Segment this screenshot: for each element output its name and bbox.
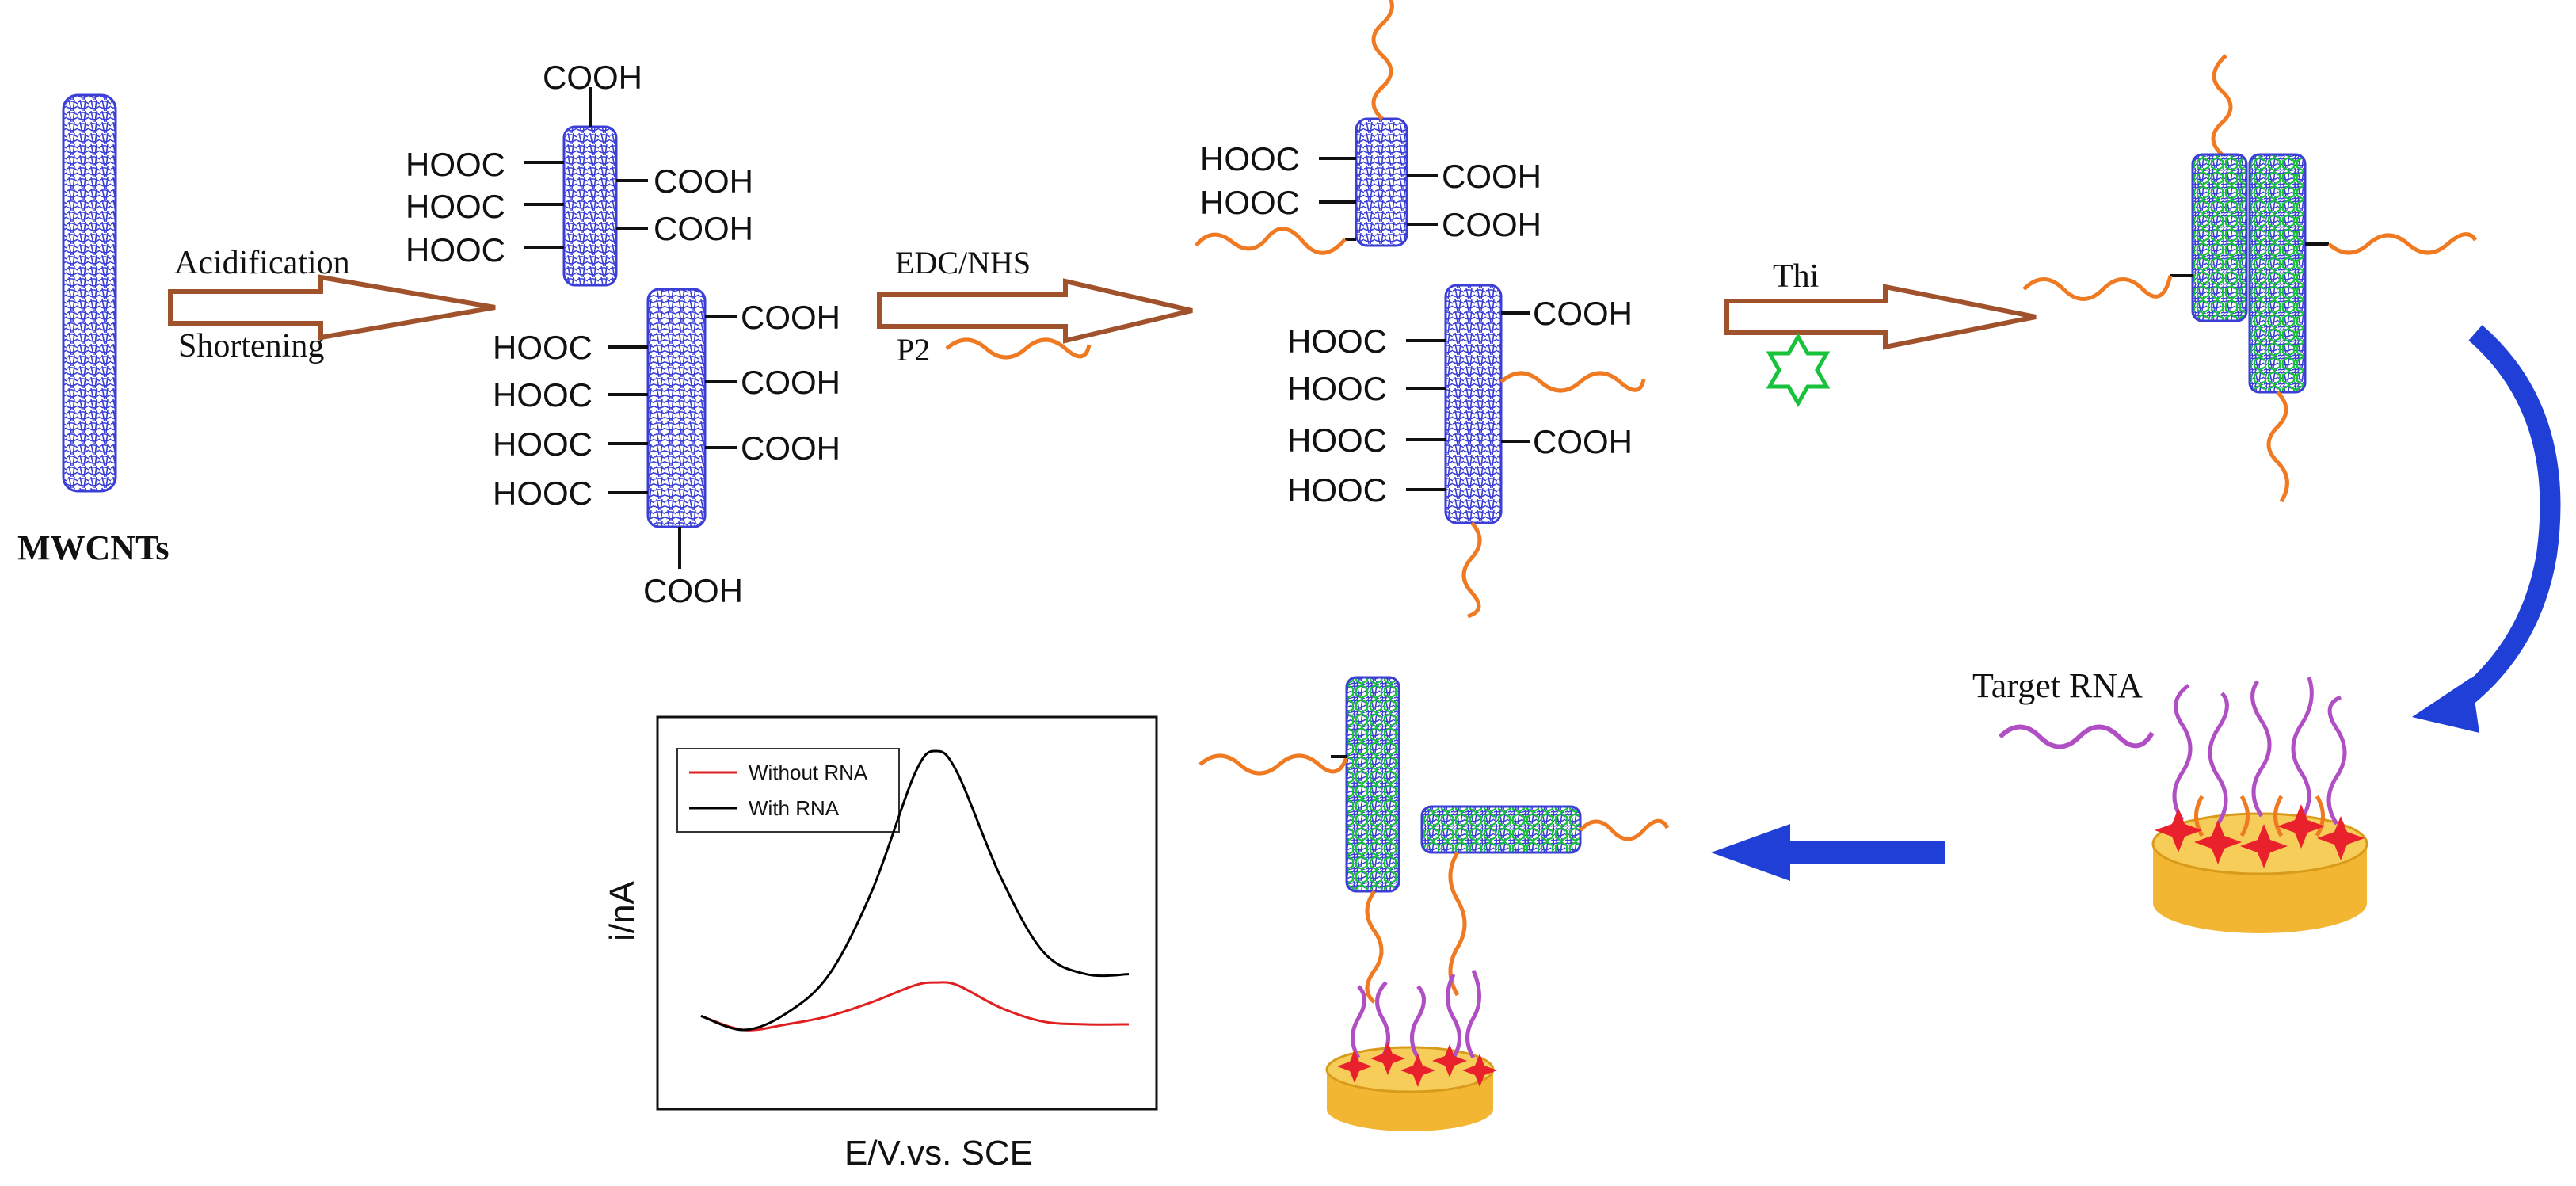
hooc-l1: HOOC [493,329,593,366]
cooh-l2: COOH [741,364,840,401]
cooh-l1: COOH [741,299,840,336]
thi-label: Thi [1773,258,1819,295]
shortened-tube-small [524,87,648,287]
cooh-c4: COOH [1533,423,1633,460]
hooc-c1: HOOC [1200,140,1300,177]
conjugated-tube-large [1406,284,1646,619]
target-rna-strand [1998,724,2155,749]
cooh-s2: COOH [654,210,753,247]
process-curved-arrow [2412,325,2561,733]
cooh-c2: COOH [1442,206,1541,243]
dpv-plot: Without RNA With RNA i/nA E/V.vs. SCE [603,715,1158,1173]
legend-label-with-rna: With RNA [749,796,840,820]
hooc-l4: HOOC [493,475,593,512]
curve-with-rna [700,749,1130,1032]
hooc-s1: HOOC [406,146,505,183]
sandwich-complex [1198,676,1670,1004]
acidification-arrow [168,274,496,341]
cooh-l3: COOH [741,429,840,467]
thionine-star-icon [1766,332,1831,408]
hooc-s2: HOOC [406,188,505,225]
edc-nhs-arrow [877,278,1193,344]
mwcnts-label: MWCNTs [17,528,170,567]
p2-label: P2 [897,332,930,368]
shortened-tube-large [608,288,737,569]
y-axis-label: i/nA [603,880,642,940]
cooh-s1: COOH [654,162,753,200]
acidification-label: Acidification [174,245,350,281]
thionine-tube-pair [2022,54,2478,503]
electrode-bottom [1325,970,1497,1131]
cooh-c1: COOH [1442,158,1541,195]
hooc-c2: HOOC [1200,184,1300,221]
cooh-c3: COOH [1533,295,1633,332]
hooc-c4: HOOC [1287,370,1387,407]
mwcnt-initial [62,93,117,493]
curve-without-rna [700,981,1130,1032]
legend-label-without-rna: Without RNA [749,761,868,784]
hooc-c5: HOOC [1287,421,1387,459]
shortening-label: Shortening [178,328,324,364]
edc-nhs-label: EDC/NHS [895,245,1031,280]
hooc-l2: HOOC [493,376,593,414]
hooc-l3: HOOC [493,425,593,463]
hooc-c3: HOOC [1287,322,1387,360]
target-rna-label: Target RNA [1972,666,2143,705]
p2-strand [945,337,1092,360]
x-axis-label: E/V.vs. SCE [844,1134,1033,1173]
process-left-arrow [1711,824,1945,881]
cooh-bottom: COOH [643,572,743,609]
hooc-c6: HOOC [1287,471,1387,509]
electrode-right [2151,677,2368,933]
cooh-top-small: COOH [543,59,642,96]
thi-arrow [1724,284,2037,350]
conjugated-tube-small [1195,0,1438,255]
plot-legend: Without RNA With RNA [676,748,900,833]
hooc-s3: HOOC [406,231,505,269]
